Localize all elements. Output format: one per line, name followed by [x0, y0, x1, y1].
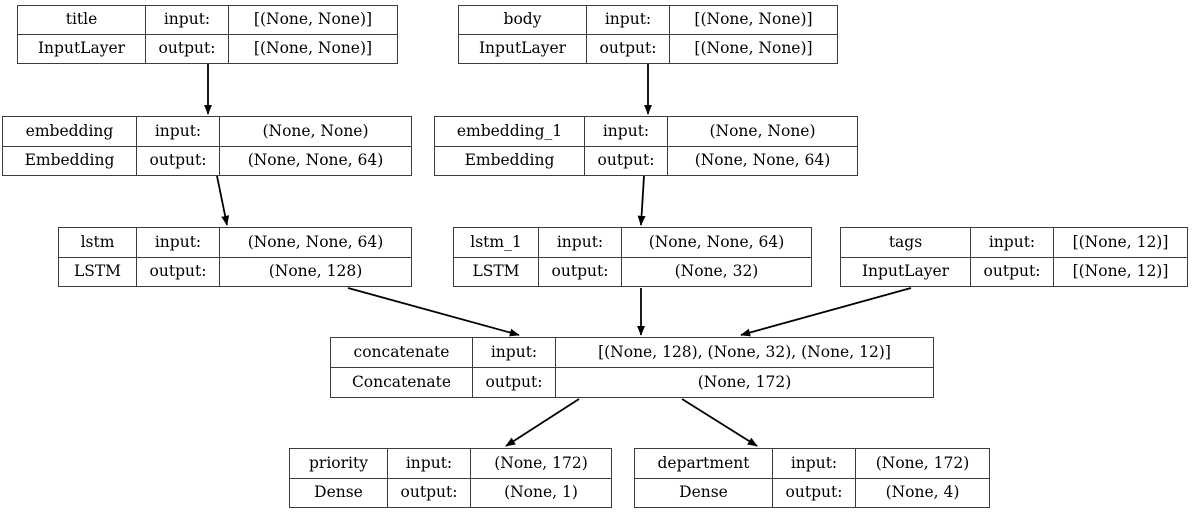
input-shape: [(None, 12)]	[1072, 232, 1169, 251]
node-layer-name: embedding_1	[435, 117, 585, 146]
input-label: input:	[585, 117, 668, 146]
input-label: input:	[388, 449, 471, 478]
output-shape: (None, 32)	[674, 262, 759, 280]
input-shape: (None, None, 64)	[648, 232, 785, 251]
edge-lstm-to-concatenate	[347, 287, 520, 337]
input-label: input:	[587, 6, 670, 34]
input-shape: [(None, None)]	[694, 10, 813, 29]
output-label: output:	[473, 368, 556, 397]
node-layer-name: lstm	[59, 228, 137, 257]
node-layer-class: Dense	[290, 478, 388, 507]
output-shape: (None, 4)	[885, 483, 960, 501]
node-layer-class: InputLayer	[841, 257, 971, 286]
output-shape: (None, 172)	[697, 372, 792, 391]
node-layer-class: Concatenate	[331, 368, 473, 397]
node-layer-name: concatenate	[331, 338, 473, 367]
node-layer-class: LSTM	[59, 257, 137, 286]
input-label: input:	[773, 449, 856, 478]
output-label: output:	[971, 257, 1054, 286]
node-layer-name: body	[459, 6, 587, 34]
input-label: input:	[473, 338, 556, 367]
node-layer-name: title	[18, 6, 146, 34]
output-shape: (None, None, 64)	[247, 151, 384, 169]
output-label: output:	[146, 35, 229, 63]
node-layer-class: Dense	[635, 478, 773, 507]
output-shape: (None, 128)	[268, 262, 363, 280]
output-label: output:	[137, 146, 220, 175]
input-label: input:	[137, 117, 220, 146]
input-label: input:	[971, 228, 1054, 257]
output-label: output:	[585, 146, 668, 175]
node-layer-name: lstm_1	[454, 228, 539, 257]
node-layer-class: InputLayer	[18, 35, 146, 63]
edge-embedding_1-to-lstm_1	[637, 175, 646, 226]
input-shape: [(None, None)]	[253, 10, 373, 29]
node-layer-class: Embedding	[3, 146, 137, 175]
edge-embedding-to-lstm	[216, 175, 230, 226]
input-shape: (None, 172)	[875, 453, 970, 472]
output-shape: (None, None, 64)	[694, 151, 831, 169]
input-shape: (None, None)	[262, 121, 369, 140]
output-label: output:	[137, 257, 220, 286]
output-label: output:	[587, 35, 670, 63]
output-shape: (None, 1)	[504, 483, 578, 501]
edge-concatenate-to-priority	[505, 398, 580, 447]
node-layer-name: department	[635, 449, 773, 478]
output-shape: [(None, None)]	[694, 39, 813, 58]
output-label: output:	[539, 257, 622, 286]
input-label: input:	[539, 228, 622, 257]
node-layer-class: Embedding	[435, 146, 585, 175]
input-shape: [(None, 128), (None, 32), (None, 12)]	[598, 342, 891, 361]
output-shape: [(None, 12)]	[1072, 262, 1169, 280]
input-shape: (None, None, 64)	[247, 232, 384, 251]
node-layer-class: InputLayer	[459, 35, 587, 63]
node-layer-class: LSTM	[454, 257, 539, 286]
node-layer-name: embedding	[3, 117, 137, 146]
input-label: input:	[146, 6, 229, 34]
node-layer-name: tags	[841, 228, 971, 257]
input-label: input:	[137, 228, 220, 257]
input-shape: (None, None)	[709, 121, 816, 140]
edge-concatenate-to-department	[681, 398, 758, 447]
input-shape: (None, 172)	[494, 453, 588, 472]
output-shape: [(None, None)]	[253, 39, 373, 58]
edge-tags-to-concatenate	[740, 287, 912, 337]
node-layer-name: priority	[290, 449, 388, 478]
output-label: output:	[388, 478, 471, 507]
output-label: output:	[773, 478, 856, 507]
